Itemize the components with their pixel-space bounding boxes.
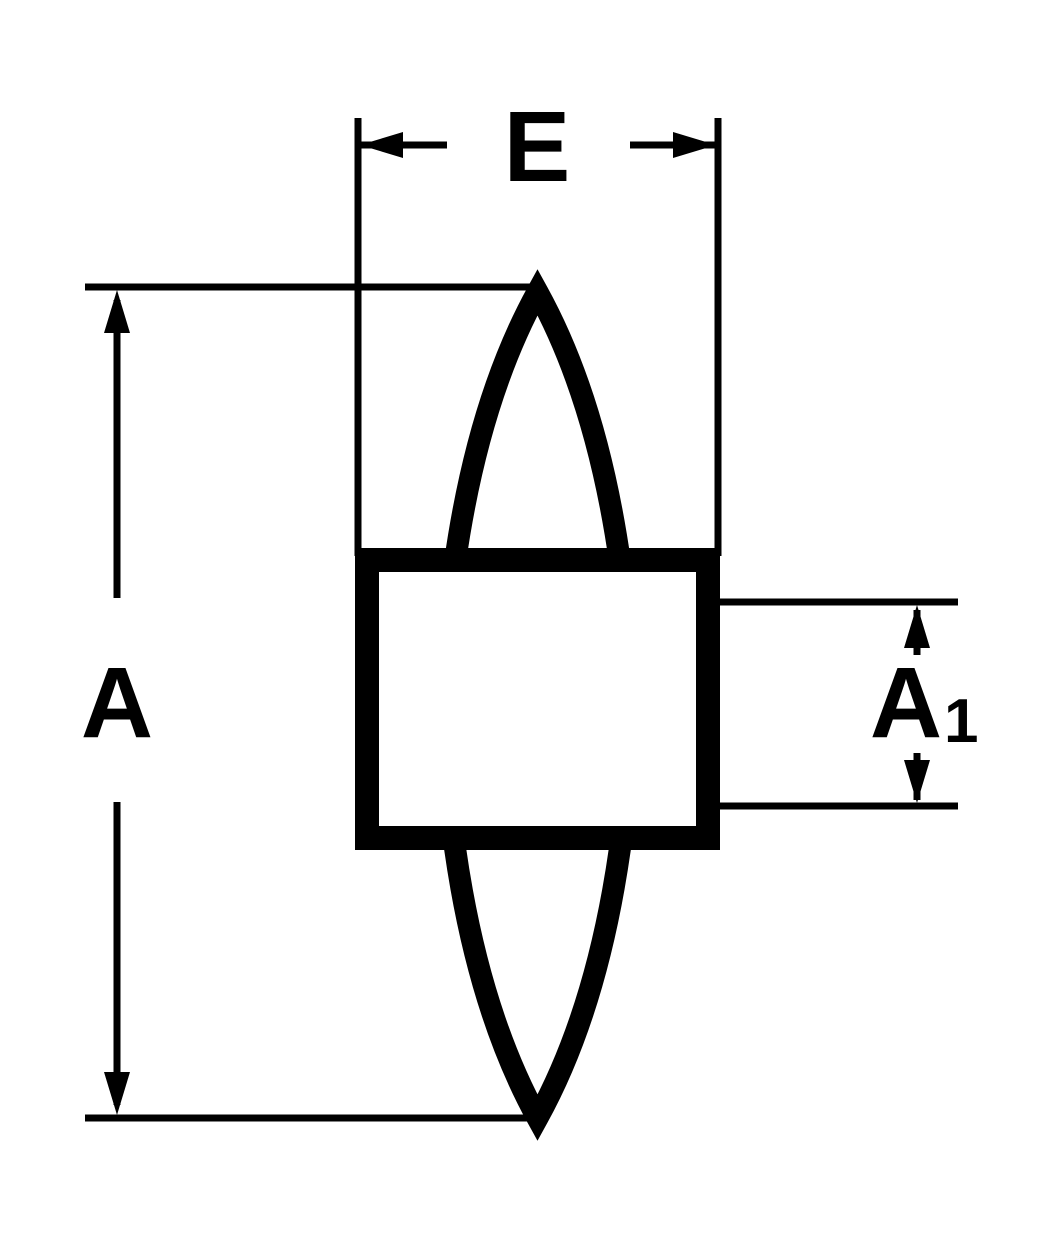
arrow-right-icon [673, 132, 716, 158]
lens-top-outline [444, 269, 631, 564]
arrow-left-icon [360, 132, 403, 158]
arrow-down-icon [904, 760, 930, 803]
arrow-down-icon [104, 1072, 130, 1115]
dim-label-a1-base: A [870, 647, 942, 759]
dim-label-a1-subscript: 1 [944, 687, 978, 756]
hub-rectangle [355, 548, 720, 850]
dim-label-e: E [504, 91, 571, 203]
part-cross-section [355, 269, 720, 1141]
lens-bottom-outline [444, 846, 631, 1141]
dim-label-a: A [81, 647, 153, 759]
dimension-e [354, 118, 722, 556]
dimension-a1 [712, 598, 958, 810]
dimension-a [85, 283, 538, 1122]
arrow-up-icon [904, 605, 930, 648]
arrow-up-icon [104, 290, 130, 333]
